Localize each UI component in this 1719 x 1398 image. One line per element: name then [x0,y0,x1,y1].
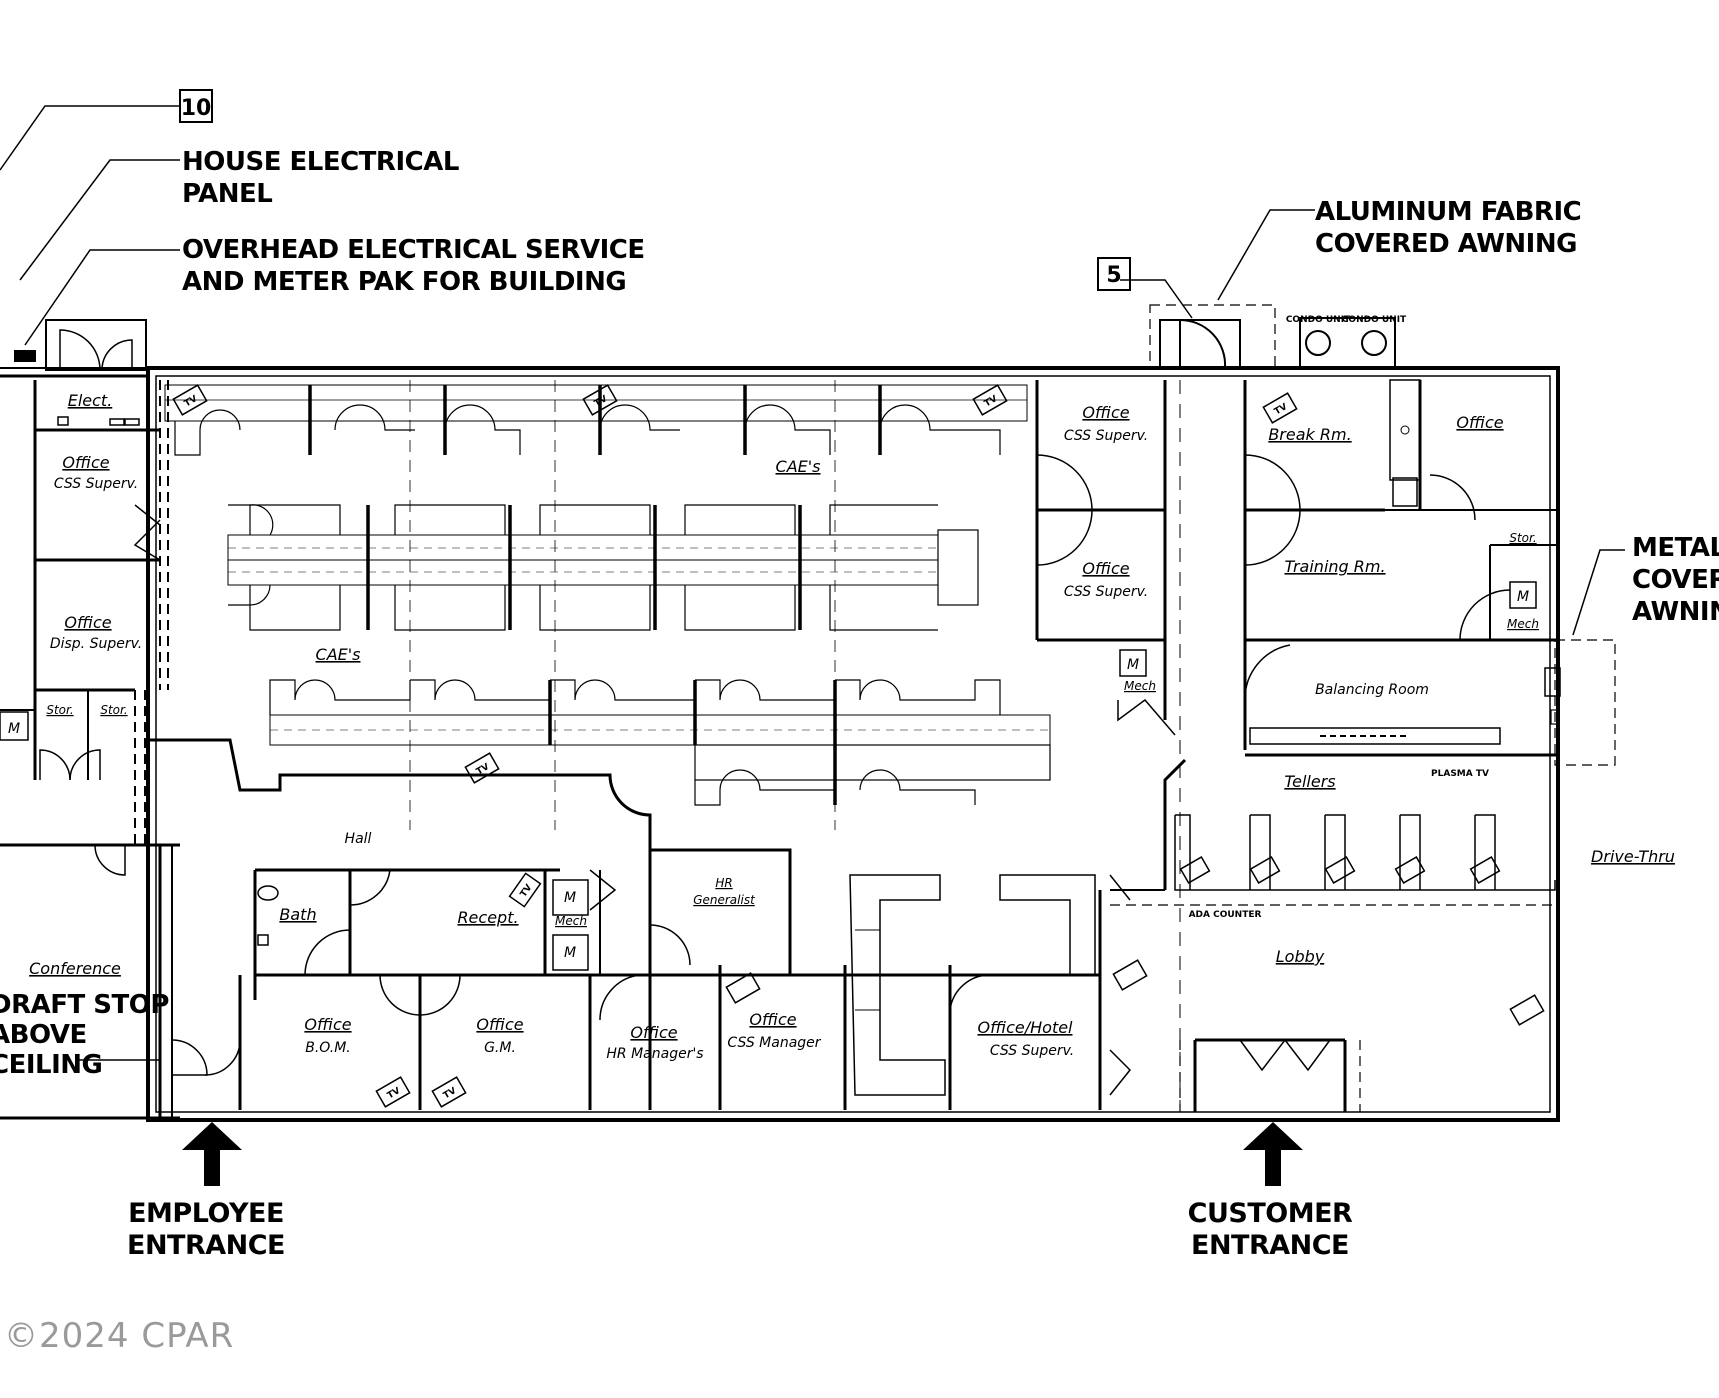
label-generalist: Generalist [693,893,756,907]
mech-m-recept-2: M [564,945,576,961]
label-office-right: Office [1456,413,1503,432]
tag-5-box [1097,257,1131,291]
label-office-css-2: Office [1082,559,1129,578]
label-office-left-2: Office [64,613,111,632]
room-labels: Elect. Office CSS Superv. Office Disp. S… [29,391,1675,1062]
overhead-service-line-1: OVERHEAD ELECTRICAL SERVICE [182,235,645,265]
label-office-bom: Office [304,1015,351,1034]
label-office-left-1: Office [62,453,109,472]
tag-10: 10 [181,96,212,121]
tag-5: 5 [1106,263,1121,288]
metal-awning-line-1: METAL [1632,533,1719,563]
label-recept: Recept. [457,908,518,927]
exterior-walls [0,317,1560,1122]
employee-entrance-line-1: EMPLOYEE [128,1198,284,1229]
label-training-rm: Training Rm. [1284,557,1385,576]
label-mech-center: Mech [1124,679,1156,693]
metal-awning-line-2: COVER [1632,565,1719,595]
label-plasma-tv: PLASMA TV [1431,769,1489,779]
customer-entrance-line-1: CUSTOMER [1188,1198,1353,1229]
mech-m-center: M [1127,657,1139,673]
copyright-watermark: ©2024 CPAR [4,1316,234,1356]
house-panel-line-2: PANEL [182,179,272,209]
label-css-superv-1: CSS Superv. [1064,428,1148,444]
label-mech-recept: Mech [555,914,587,928]
tv-symbols: TV TV TV TV TV TV TV TV [172,384,1545,1108]
left-offices: M [0,329,208,1076]
draft-stop-line-3: CEILING [0,1050,102,1080]
employee-entrance-line-2: ENTRANCE [127,1230,285,1261]
label-gm: G.M. [484,1040,516,1056]
label-disp-superv: Disp. Superv. [50,636,142,652]
employee-entrance-arrow [182,1122,242,1186]
label-break-rm: Break Rm. [1268,425,1351,444]
label-hr: HR [715,876,732,890]
label-balancing-room: Balancing Room [1315,682,1429,698]
customer-entrance-arrow [1243,1122,1303,1186]
label-css-superv-left: CSS Superv. [54,476,138,492]
awning-line-2: COVERED AWNING [1315,229,1577,259]
label-stor-left-2: Stor. [100,703,127,717]
lower-offices: M M [148,738,1102,1110]
label-stor-right: Stor. [1509,531,1536,545]
tv-5: TV [519,883,535,899]
label-elect: Elect. [68,391,113,410]
draft-stop-line-1: DRAFT STOP [0,990,169,1020]
label-caes-middle: CAE's [316,645,361,664]
label-stor-left-1: Stor. [46,703,73,717]
label-conference: Conference [29,959,121,978]
label-caes-top: CAE's [776,457,821,476]
label-drive-thru: Drive-Thru [1591,847,1675,866]
upper-right-rooms: CONDO UNIT CONDO UNIT M M [1035,304,1616,766]
label-mech-right: Mech [1507,617,1539,631]
condo-unit-label-2: CONDO UNIT [1342,315,1407,325]
label-css-superv-hotel: CSS Superv. [990,1043,1074,1059]
label-hr-managers: HR Manager's [606,1046,703,1062]
mech-m-right: M [1517,589,1529,605]
label-css-superv-2: CSS Superv. [1064,584,1148,600]
label-bath: Bath [279,905,316,924]
label-tellers: Tellers [1284,772,1335,791]
teller-lobby [1109,380,1556,1112]
label-css-manager: CSS Manager [727,1035,821,1051]
house-panel-line-1: HOUSE ELECTRICAL [182,147,459,177]
draft-stop-line-2: ABOVE [0,1020,87,1050]
awning-line-1: ALUMINUM FABRIC [1315,197,1581,227]
label-office-hotel: Office/Hotel [978,1018,1074,1037]
mech-m-recept-1: M [564,890,576,906]
mech-m-left: M [8,721,20,737]
label-office-gm: Office [476,1015,523,1034]
label-ada-counter: ADA COUNTER [1189,910,1262,920]
label-office-css-1: Office [1082,403,1129,422]
label-bom: B.O.M. [305,1040,351,1056]
label-office-css-manager: Office [749,1010,796,1029]
tag-10-box [179,89,213,123]
callout-leaders [0,105,1625,1061]
condo-unit-label-1: CONDO UNIT [1286,315,1351,325]
customer-entrance-line-2: ENTRANCE [1191,1230,1349,1261]
metal-awning-line-3: AWNING [1632,597,1719,627]
label-lobby: Lobby [1276,947,1325,966]
cae-workstations [164,380,1051,830]
overhead-service-line-2: AND METER PAK FOR BUILDING [182,267,626,297]
label-office-hr-manager: Office [630,1023,677,1042]
label-hall: Hall [345,831,372,847]
